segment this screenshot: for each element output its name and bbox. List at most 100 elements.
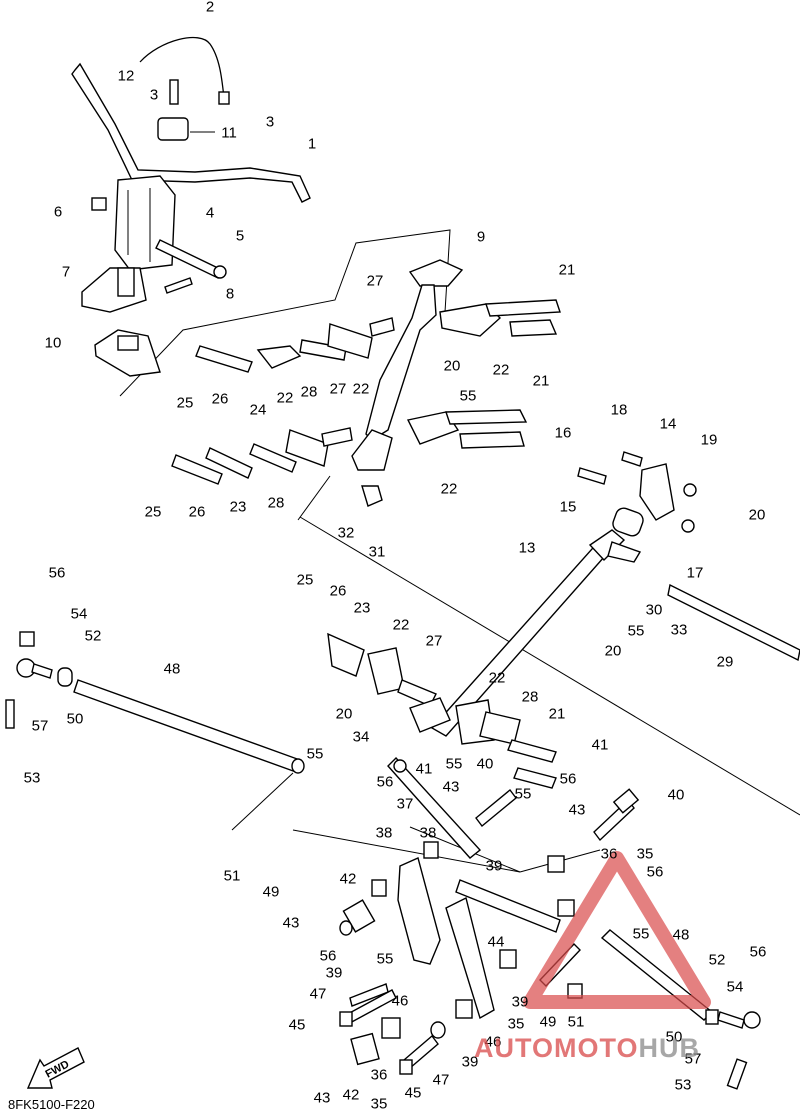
part-callout: 46 <box>391 992 409 1010</box>
u-bolts <box>406 299 561 449</box>
part-callout: 37 <box>396 795 414 813</box>
part-callout: 39 <box>461 1053 479 1071</box>
rod-end-left <box>5 631 73 729</box>
part-callout: 27 <box>366 272 384 290</box>
tie-rod-left <box>73 679 305 774</box>
part-callout: 50 <box>665 1028 683 1046</box>
part-callout: 54 <box>726 978 744 996</box>
part-callout: 55 <box>376 950 394 968</box>
part-callout: 51 <box>567 1013 585 1031</box>
part-callout: 40 <box>476 755 494 773</box>
part-callout: 25 <box>144 503 162 521</box>
part-callout: 25 <box>296 571 314 589</box>
part-callout: 7 <box>61 263 71 281</box>
part-callout: 18 <box>610 401 628 419</box>
part-callout: 40 <box>667 786 685 804</box>
part-callout: 53 <box>23 769 41 787</box>
rod-end-right <box>539 929 761 1090</box>
part-callout: 28 <box>300 383 318 401</box>
part-callout: 56 <box>48 564 66 582</box>
fwd-arrow-icon: FWD <box>26 1047 85 1089</box>
part-callout: 48 <box>672 926 690 944</box>
part-callout: 56 <box>559 770 577 788</box>
part-callout: 55 <box>627 622 645 640</box>
part-callout: 55 <box>514 785 532 803</box>
part-callout: 56 <box>376 773 394 791</box>
part-callout: 35 <box>507 1015 525 1033</box>
link-plates-lower <box>171 427 353 485</box>
part-callout: 22 <box>352 380 370 398</box>
part-callout: 21 <box>548 705 566 723</box>
part-callout: 22 <box>492 361 510 379</box>
part-callout: 51 <box>223 867 241 885</box>
part-callout: 49 <box>539 1013 557 1031</box>
part-callout: 38 <box>375 824 393 842</box>
part-callout: 54 <box>70 605 88 623</box>
lower-bolts <box>339 920 446 1075</box>
watermark-text: AUTOMOTOHUB <box>474 1033 700 1064</box>
part-callout: 35 <box>636 845 654 863</box>
part-callout: 25 <box>176 394 194 412</box>
link-plates-upper <box>195 317 395 373</box>
part-callout: 55 <box>306 745 324 763</box>
watermark-brand-part1: AUTOMOTO <box>474 1033 639 1063</box>
part-callout: 53 <box>674 1076 692 1094</box>
part-callout: 39 <box>485 857 503 875</box>
handlebar <box>71 62 311 203</box>
part-callout: 43 <box>313 1089 331 1107</box>
part-callout: 28 <box>521 688 539 706</box>
part-callout: 56 <box>749 943 767 961</box>
pitman-links <box>327 632 557 789</box>
part-callout: 16 <box>554 424 572 442</box>
part-callout: 47 <box>432 1071 450 1089</box>
part-callout: 29 <box>716 653 734 671</box>
part-callout: 43 <box>282 914 300 932</box>
part-callout: 43 <box>442 778 460 796</box>
part-callout: 22 <box>488 669 506 687</box>
part-callout: 17 <box>686 564 704 582</box>
part-callout: 3 <box>265 113 275 131</box>
drag-link <box>387 756 482 859</box>
part-callout: 20 <box>748 506 766 524</box>
part-callout: 15 <box>559 498 577 516</box>
part-callout: 27 <box>425 632 443 650</box>
part-callout: 26 <box>188 503 206 521</box>
part-callout: 24 <box>249 401 267 419</box>
part-callout: 26 <box>211 390 229 408</box>
part-callout: 34 <box>352 728 370 746</box>
part-callout: 52 <box>84 627 102 645</box>
part-callout: 55 <box>632 925 650 943</box>
part-callout: 39 <box>511 993 529 1011</box>
part-callout: 43 <box>568 801 586 819</box>
part-callout: 55 <box>445 755 463 773</box>
part-callout: 1 <box>307 135 317 153</box>
part-callout: 20 <box>335 705 353 723</box>
part-callout: 44 <box>487 933 505 951</box>
part-callout: 36 <box>370 1066 388 1084</box>
fwd-label: FWD <box>44 1058 72 1080</box>
part-callout: 9 <box>476 228 486 246</box>
part-callout: 19 <box>700 431 718 449</box>
part-callout: 13 <box>518 539 536 557</box>
part-callout: 41 <box>415 760 433 778</box>
part-callout: 41 <box>591 736 609 754</box>
diagram-code: 8FK5100-F220 <box>8 1097 95 1112</box>
part-callout: 33 <box>670 621 688 639</box>
part-callout: 10 <box>44 334 62 352</box>
part-callout: 47 <box>309 985 327 1003</box>
steering-arms <box>342 841 575 1066</box>
part-callout: 36 <box>600 845 618 863</box>
part-callout: 38 <box>419 824 437 842</box>
part-callout: 8 <box>225 285 235 303</box>
part-callout: 6 <box>53 203 63 221</box>
part-callout: 50 <box>66 710 84 728</box>
part-callout: 46 <box>484 1033 502 1051</box>
part-callout: 52 <box>708 951 726 969</box>
part-callout: 3 <box>149 86 159 104</box>
throttle-cable <box>139 36 230 105</box>
part-callout: 22 <box>392 616 410 634</box>
part-callout: 28 <box>267 494 285 512</box>
part-callout: 57 <box>31 717 49 735</box>
watermark-brand-part2: HUB <box>638 1033 701 1063</box>
